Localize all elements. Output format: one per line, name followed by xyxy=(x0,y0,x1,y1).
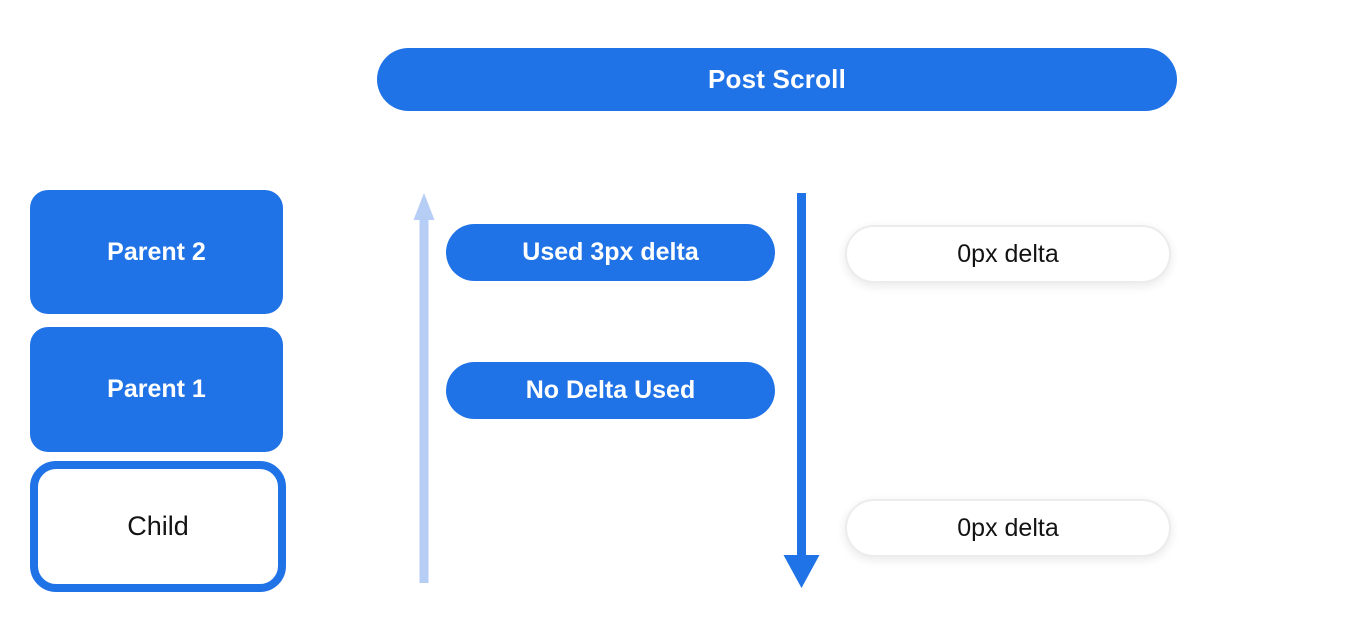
parent-2-box: Parent 2 xyxy=(30,190,283,314)
zero-px-delta-bottom-label: 0px delta xyxy=(957,513,1059,542)
parent-1-label: Parent 1 xyxy=(107,375,206,403)
child-label: Child xyxy=(127,511,189,541)
used-3px-delta-pill: Used 3px delta xyxy=(446,224,775,281)
no-delta-used-label: No Delta Used xyxy=(525,376,696,404)
post-scroll-header: Post Scroll xyxy=(377,48,1177,111)
parent-2-label: Parent 2 xyxy=(107,237,206,266)
up-arrow-icon xyxy=(413,193,435,583)
child-box: Child xyxy=(30,461,286,592)
parent-1-box: Parent 1 xyxy=(30,327,283,452)
zero-px-delta-top-label: 0px delta xyxy=(957,239,1059,268)
used-3px-delta-label: Used 3px delta xyxy=(522,238,699,266)
post-scroll-header-label: Post Scroll xyxy=(707,64,846,94)
down-arrow-icon xyxy=(783,193,820,588)
zero-px-delta-pill-top: 0px delta xyxy=(845,225,1171,283)
no-delta-used-pill: No Delta Used xyxy=(446,362,775,419)
zero-px-delta-pill-bottom: 0px delta xyxy=(845,499,1171,557)
